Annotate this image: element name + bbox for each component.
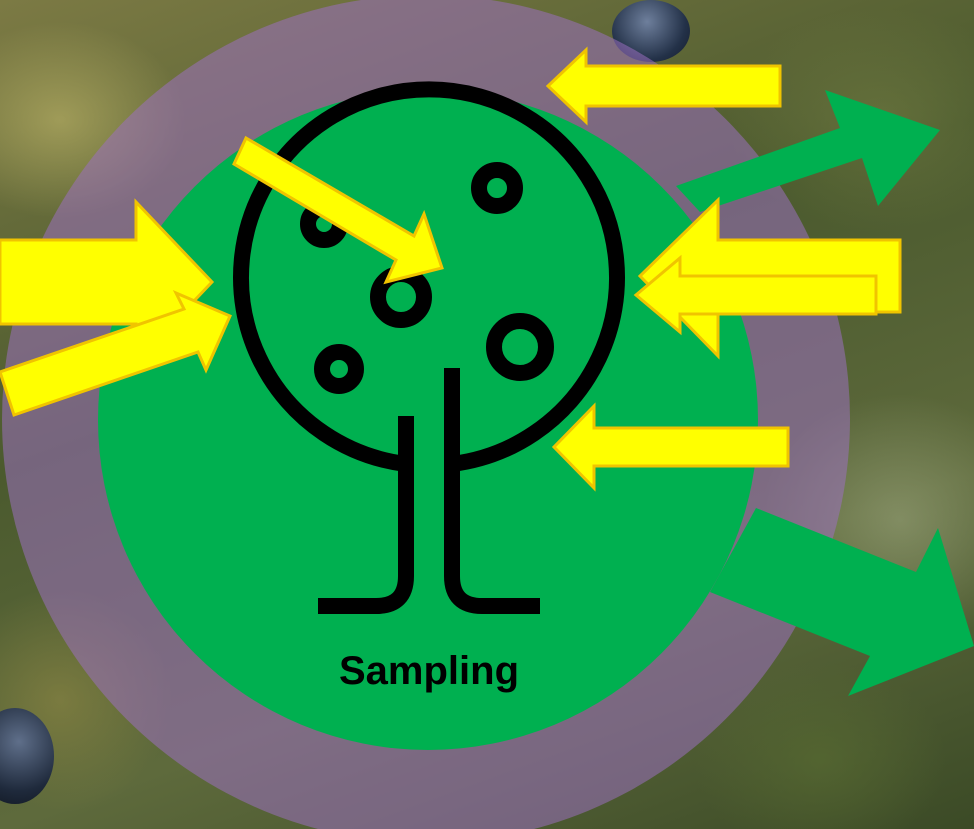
diagram-label: Sampling [339, 649, 519, 693]
